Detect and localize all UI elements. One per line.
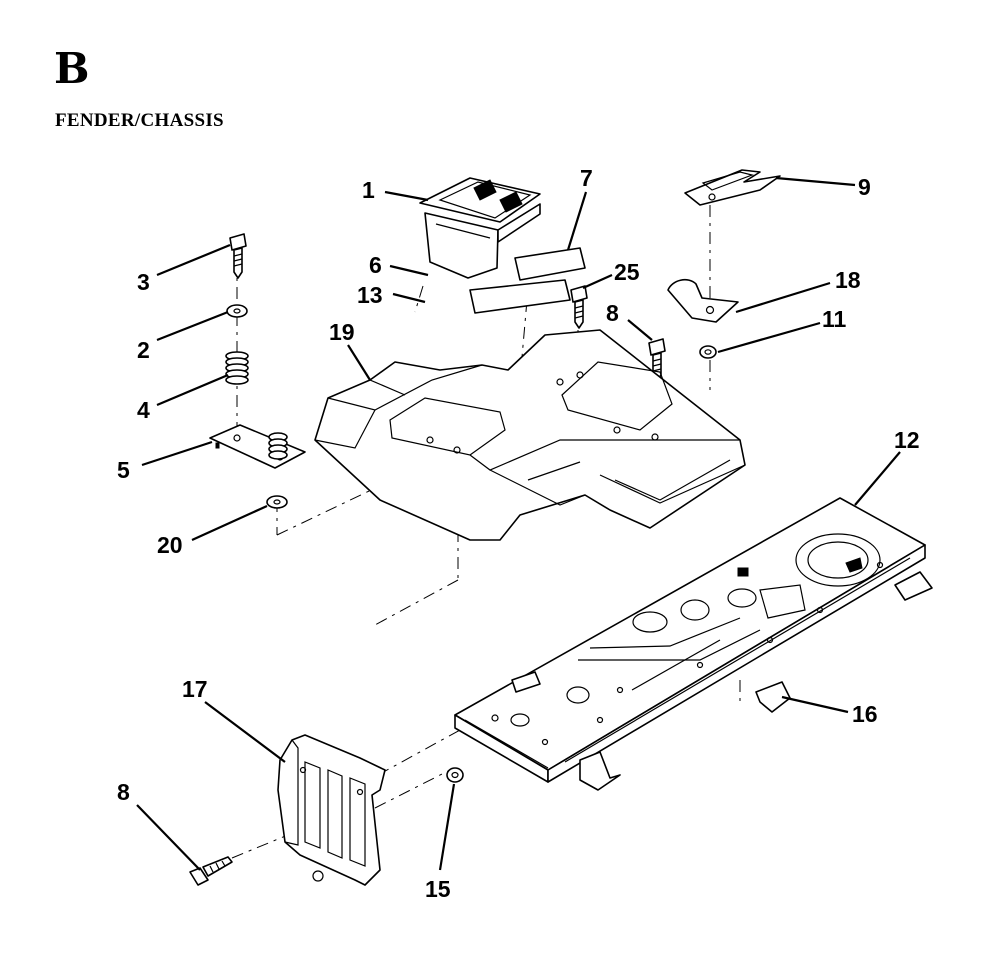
- callout-8-lower: 8: [117, 779, 130, 805]
- callout-2: 2: [137, 337, 150, 363]
- callout-6: 6: [369, 252, 382, 278]
- callout-1: 1: [362, 177, 375, 203]
- clip-bracket-part: [667, 278, 739, 323]
- cup-holder-part: [419, 177, 541, 279]
- spring-part: [225, 351, 249, 385]
- callout-9: 9: [858, 174, 871, 200]
- fender-bolt-part: [570, 285, 588, 329]
- nut-part: [699, 345, 717, 359]
- callout-3: 3: [137, 269, 150, 295]
- section-title: FENDER/CHASSIS: [55, 110, 224, 131]
- lower-washer-part: [266, 495, 288, 509]
- section-letter: B: [54, 44, 90, 93]
- callout-18: 18: [835, 267, 861, 293]
- side-plate-bolt-part: [189, 856, 233, 886]
- plate-part: [684, 169, 781, 206]
- washer-part: [226, 304, 248, 318]
- callout-13: 13: [357, 282, 383, 308]
- callout-12: 12: [894, 427, 920, 453]
- callout-5: 5: [117, 457, 130, 483]
- callout-16: 16: [852, 701, 878, 727]
- callout-17: 17: [182, 676, 208, 702]
- decal-part: [469, 247, 586, 314]
- spring-bracket-part: [209, 424, 306, 469]
- callout-20: 20: [157, 532, 183, 558]
- hex-nut-part: [446, 767, 464, 783]
- callout-11: 11: [822, 306, 847, 332]
- callout-4: 4: [137, 397, 150, 423]
- callout-8-upper: 8: [606, 300, 619, 326]
- callout-25: 25: [614, 259, 640, 285]
- chassis-frame-part: [454, 497, 933, 791]
- callout-7: 7: [580, 165, 593, 191]
- callout-labels: 1 7 9 3 6 25 13 18 8 11 2 19 4 12 5 20 1…: [117, 165, 920, 902]
- shoulder-bolt-part: [229, 233, 247, 279]
- leader-lines: [136, 176, 901, 871]
- side-plate-part: [277, 734, 386, 886]
- fender-part: [314, 329, 746, 541]
- callout-19: 19: [329, 319, 355, 345]
- small-bracket-part: [755, 681, 791, 713]
- callout-15: 15: [425, 876, 451, 902]
